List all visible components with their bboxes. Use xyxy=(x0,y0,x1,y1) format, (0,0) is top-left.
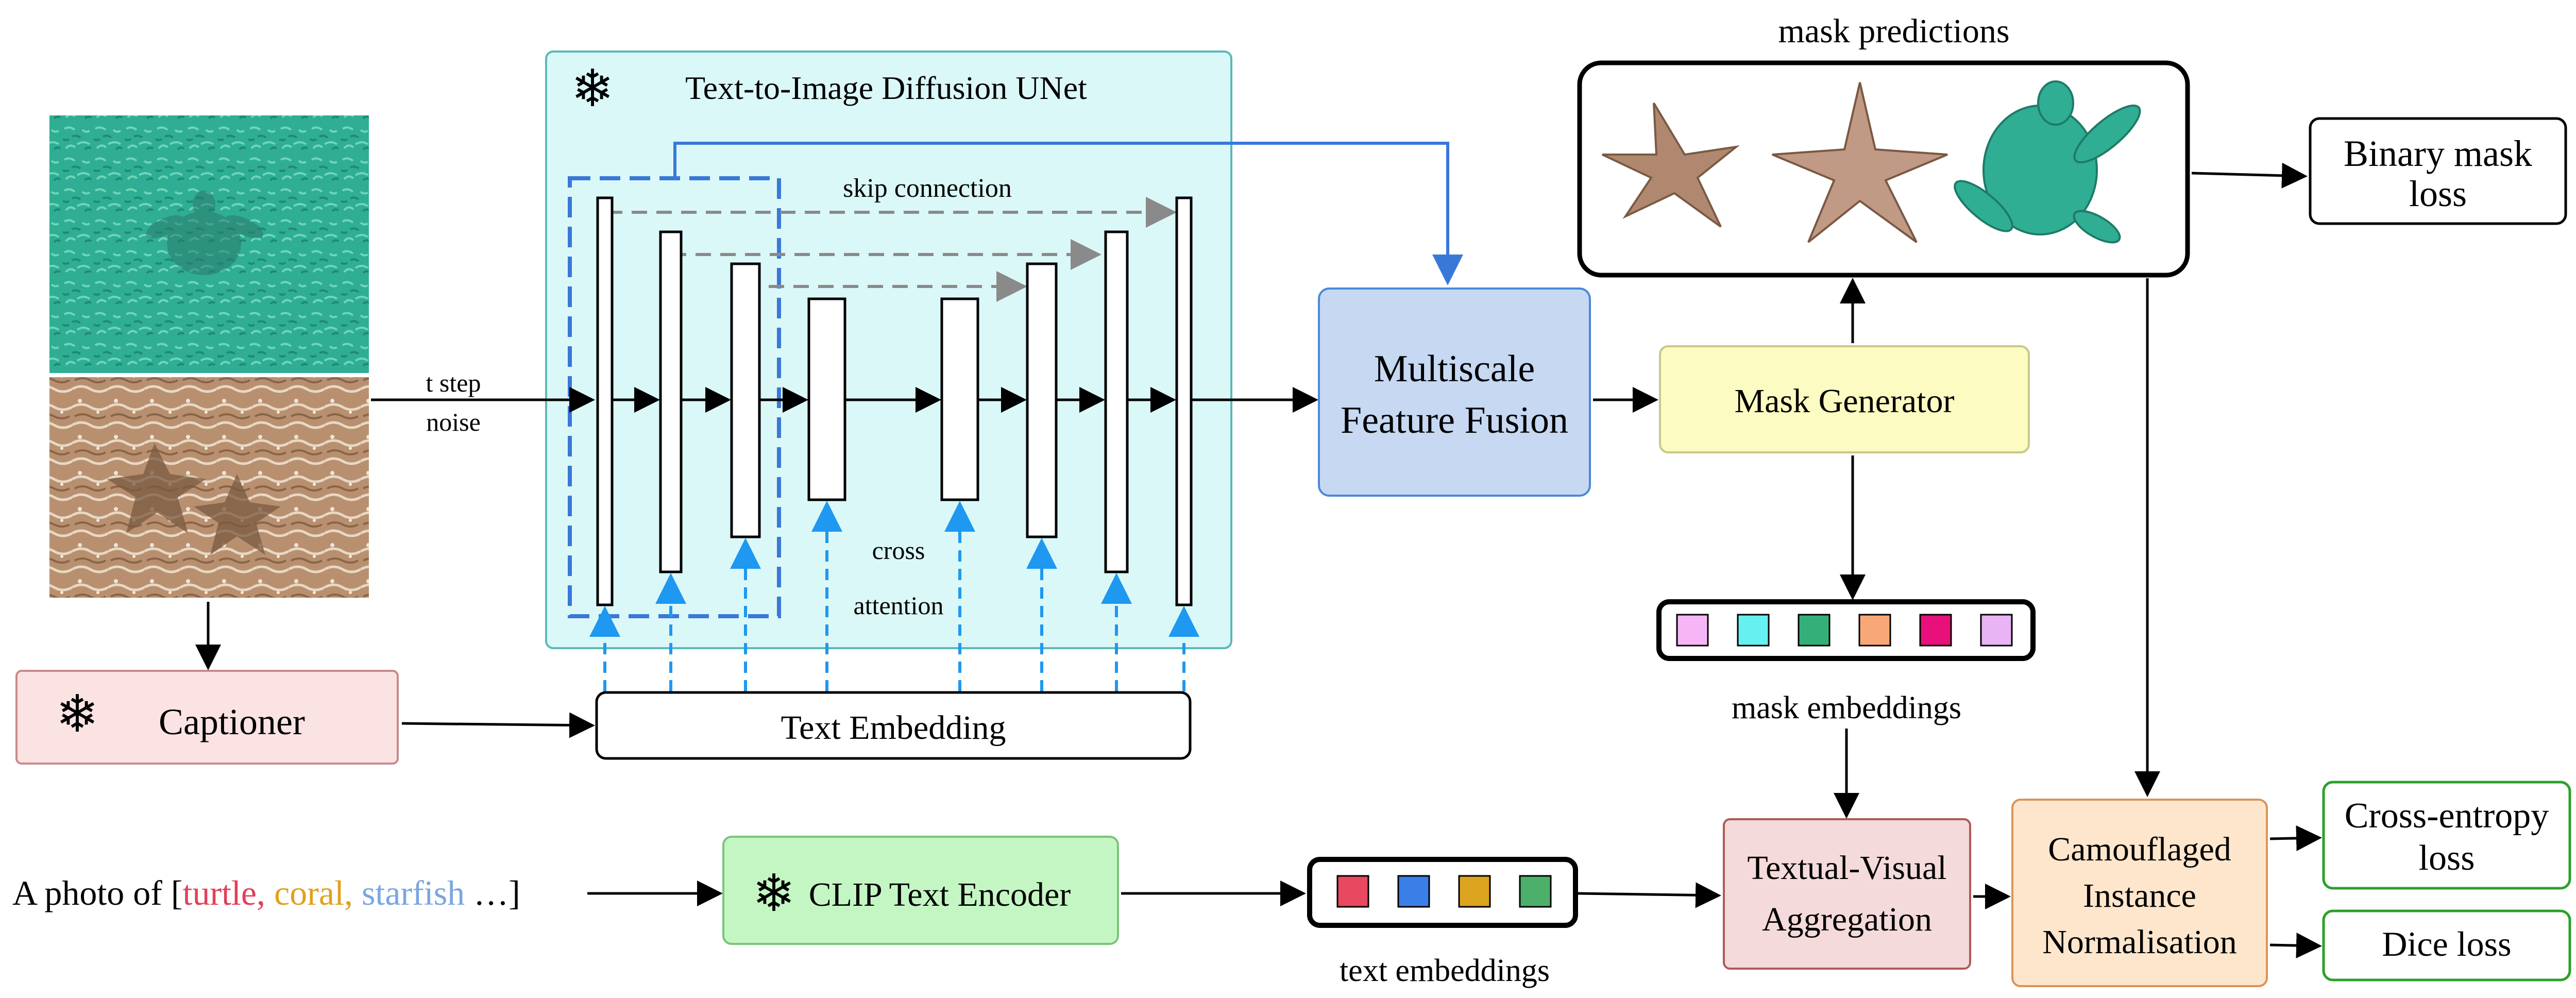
text-embedding-label: Text Embedding xyxy=(781,709,1006,747)
mask-embeddings-label: mask embeddings xyxy=(1732,690,1961,725)
cin-line-2: Instance xyxy=(2083,877,2196,915)
mask-generator-box xyxy=(1659,345,2030,453)
starfish-shapes xyxy=(107,443,281,555)
tva-line-1: Textual-Visual xyxy=(1747,849,1946,887)
cin-line-3: Normalisation xyxy=(2042,923,2237,961)
unet-block xyxy=(730,262,761,538)
ce-loss-line-1: Cross-entropy xyxy=(2345,796,2549,836)
mask-embedding-swatch xyxy=(1980,614,2013,647)
tva-line-2: Aggregation xyxy=(1762,901,1932,938)
binary-loss-block: Binary mask loss xyxy=(2309,117,2567,225)
unet-block xyxy=(596,196,614,606)
skip-connections xyxy=(607,197,1177,302)
text-embeddings-box xyxy=(1307,857,1578,928)
mask-embeddings-block: mask embeddings xyxy=(1656,599,2036,725)
snowflake-icon: ❄ xyxy=(56,686,99,743)
text-embedding-box xyxy=(595,691,1192,760)
fusion-box xyxy=(1318,287,1591,497)
ce-loss-box xyxy=(2322,781,2571,890)
encoder-to-fusion-arrow xyxy=(673,142,1463,285)
text-embeddings-block: text embeddings xyxy=(1307,857,1578,988)
mask-embedding-swatch xyxy=(1737,614,1770,647)
mask-embedding-swatch xyxy=(1858,614,1891,647)
cin-to-ce-loss-arrow xyxy=(2269,825,2322,851)
unet-blocks xyxy=(596,196,1193,606)
cross-attention-arrows xyxy=(589,501,1199,691)
binary-loss-line-2: loss xyxy=(2409,173,2467,214)
mask-embedding-swatch xyxy=(1676,614,1709,647)
prompt-word-coral: coral, xyxy=(274,873,353,912)
text-embedding-swatch xyxy=(1397,875,1430,908)
prompt-suffix: …] xyxy=(465,873,520,912)
mask-embedding-swatch xyxy=(1919,614,1952,647)
noise-label-2: noise xyxy=(426,408,481,436)
cin-box xyxy=(2011,799,2268,987)
unet-block xyxy=(659,230,683,573)
clip-label: CLIP Text Encoder xyxy=(809,876,1071,914)
unet-block xyxy=(940,297,979,501)
predictions-to-binary-loss-arrow xyxy=(2191,162,2308,189)
prompt-word-turtle: turtle, xyxy=(183,873,266,912)
mask-predictions-block: mask predictions xyxy=(1577,12,2190,278)
turtle-shape xyxy=(146,191,263,275)
text-embeddings-to-tva-arrow xyxy=(1577,882,1721,908)
snowflake-icon: ❄ xyxy=(571,60,614,117)
text-embedding-swatch xyxy=(1519,875,1552,908)
starfish-mask-2 xyxy=(1772,82,1948,243)
captioner-block: ❄ Captioner xyxy=(15,670,399,765)
mask-generator-label: Mask Generator xyxy=(1734,382,1954,420)
cin-to-dice-loss-arrow xyxy=(2269,933,2322,959)
unet-block xyxy=(1104,230,1129,573)
ce-loss-block: Cross-entropy loss xyxy=(2322,781,2571,890)
tva-block: Textual-Visual Aggregation xyxy=(1723,818,1971,970)
prompt-prefix: A photo of [ xyxy=(12,873,183,912)
fusion-line-1: Multiscale xyxy=(1374,348,1535,390)
input-images xyxy=(49,115,369,598)
binary-loss-line-1: Binary mask xyxy=(2344,133,2532,174)
starfish-mask-1 xyxy=(1602,102,1740,228)
mask-generator-block: Mask Generator xyxy=(1659,345,2030,453)
ce-loss-line-2: loss xyxy=(2419,838,2475,878)
cross-attention-label-1: cross xyxy=(872,536,925,565)
prompt-space xyxy=(353,873,362,912)
captioner-to-text-embedding-arrow xyxy=(401,712,595,738)
noise-label-1: t step xyxy=(426,368,481,397)
dice-loss-label: Dice loss xyxy=(2382,924,2511,963)
clip-box xyxy=(722,836,1119,945)
text-embedding-swatch xyxy=(1336,875,1369,908)
snowflake-icon: ❄ xyxy=(752,865,795,922)
binary-loss-box xyxy=(2309,117,2567,225)
turtle-mask xyxy=(1954,80,2141,244)
skip-connection-label: skip connection xyxy=(843,174,1012,203)
unet-panel: ❄ Text-to-Image Diffusion UNet skip conn… xyxy=(545,50,1232,649)
prompt-word-starfish: starfish xyxy=(362,873,465,912)
unet-block xyxy=(1175,196,1193,606)
mask-embeddings-box xyxy=(1656,599,2036,661)
unet-block xyxy=(1026,262,1058,538)
starfish-photo xyxy=(49,377,369,598)
dice-loss-block: Dice loss xyxy=(2322,909,2571,982)
mask-predictions-title: mask predictions xyxy=(1778,12,2009,50)
prompt-space xyxy=(265,873,274,912)
unet-block xyxy=(807,297,846,501)
fusion-block: Multiscale Feature Fusion xyxy=(1318,287,1591,497)
tva-box xyxy=(1723,818,1971,970)
clip-block: ❄ CLIP Text Encoder xyxy=(722,836,1119,945)
captioner-label: Captioner xyxy=(159,701,305,742)
mask-embedding-swatch xyxy=(1798,614,1831,647)
unet-title: Text-to-Image Diffusion UNet xyxy=(685,70,1087,106)
cross-attention-label-2: attention xyxy=(854,591,944,620)
captioner-box xyxy=(15,670,399,765)
text-embeddings-label: text embeddings xyxy=(1340,953,1550,988)
fusion-line-2: Feature Fusion xyxy=(1341,399,1568,442)
text-embedding-swatch xyxy=(1458,875,1491,908)
dice-loss-box xyxy=(2322,909,2571,982)
text-embedding-block: Text Embedding xyxy=(595,691,1192,760)
prompt-text: A photo of [turtle, coral, starfish …] xyxy=(12,873,520,912)
cin-line-1: Camouflaged xyxy=(2048,831,2231,868)
unet-box xyxy=(545,50,1232,649)
cin-block: Camouflaged Instance Normalisation xyxy=(2011,799,2268,987)
